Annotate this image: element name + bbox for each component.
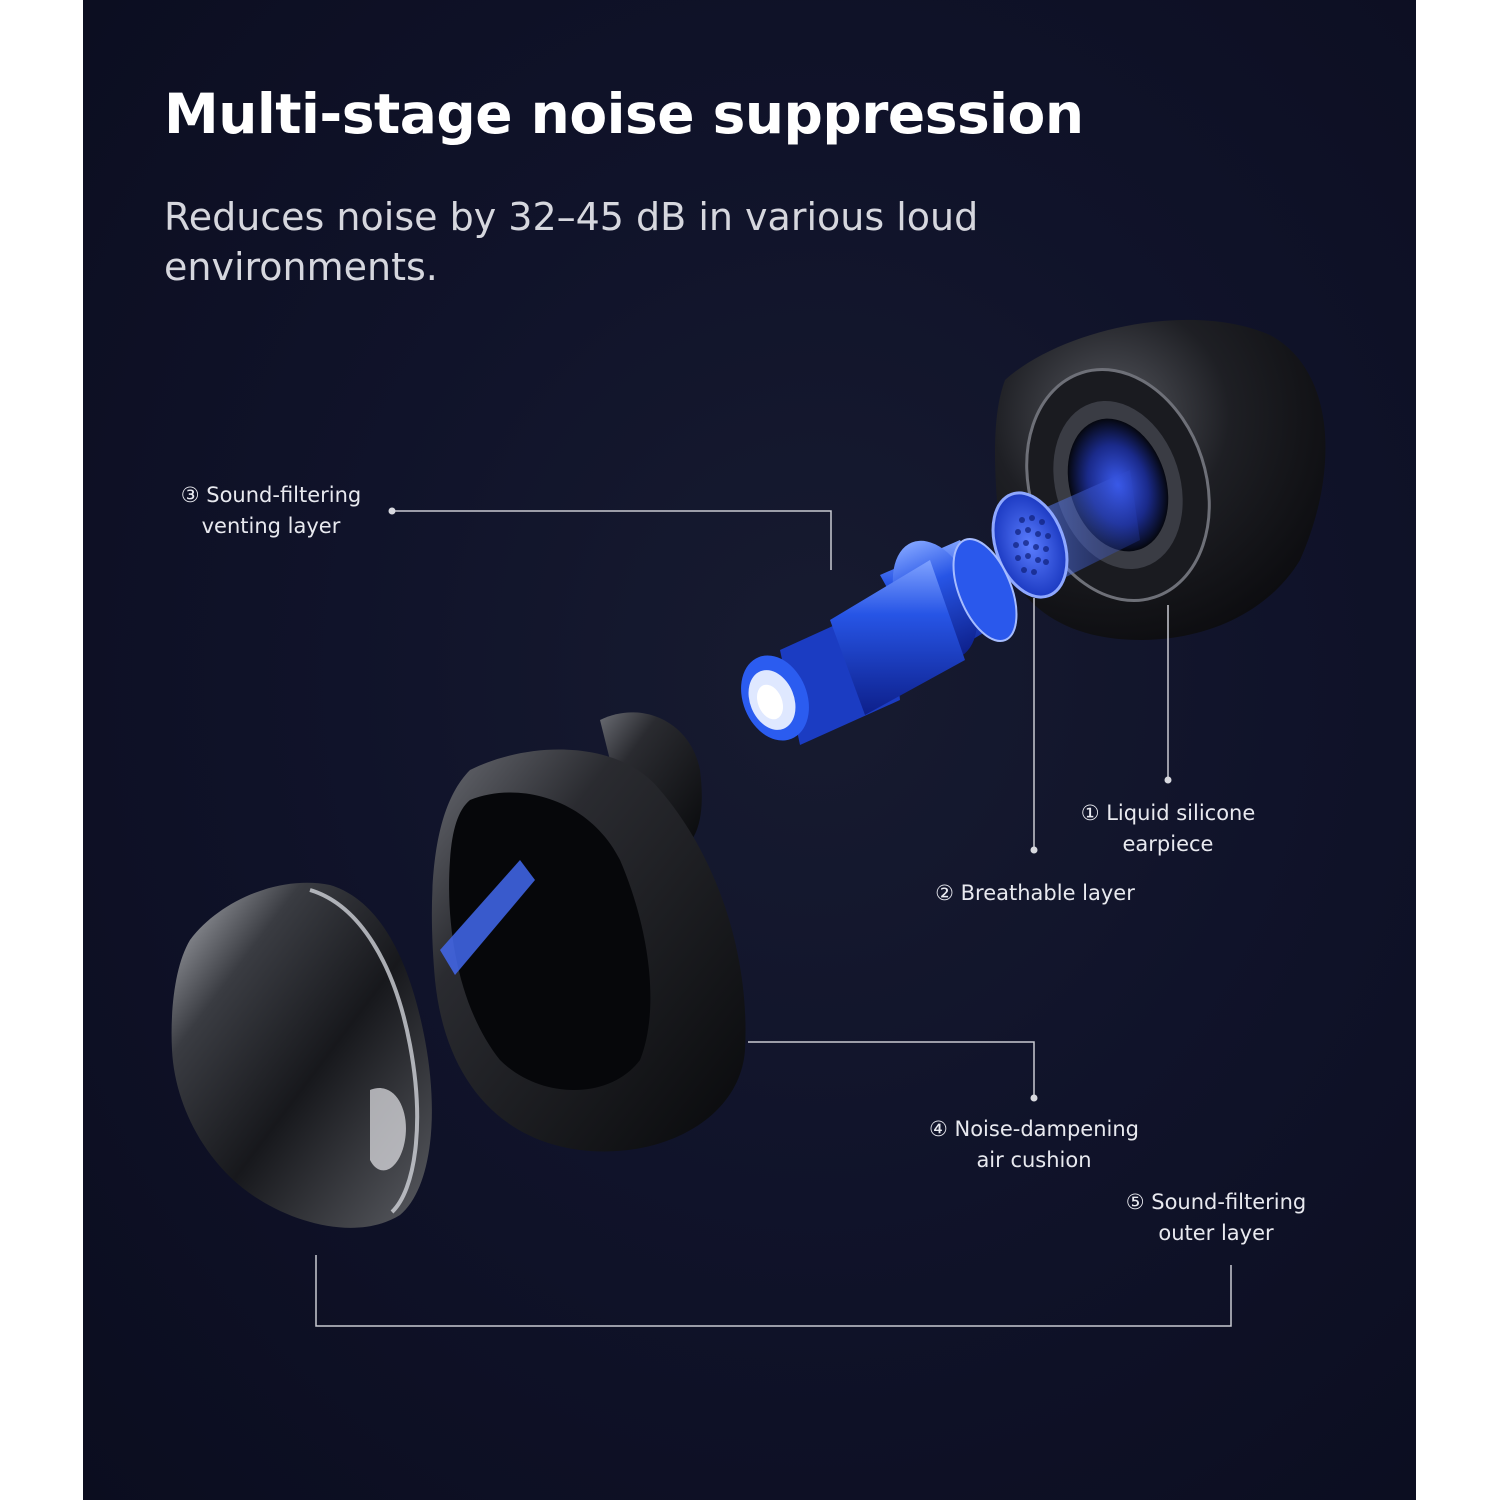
label-breathable-layer: ② Breathable layer xyxy=(935,881,1135,905)
air-cushion-body-shape xyxy=(431,712,746,1152)
page-subtitle: Reduces noise by 32–45 dB in various lou… xyxy=(164,195,979,289)
page-title: Multi-stage noise suppression xyxy=(164,82,1084,146)
leader-lines xyxy=(315,510,1232,1327)
breathable-layer-shape xyxy=(991,470,1140,599)
earplug-exploded-diagram xyxy=(171,319,1326,1327)
venting-filter-core-shape xyxy=(741,537,1018,745)
outer-filter-cap-shape xyxy=(171,882,432,1228)
label-sound-filtering-outer-layer: ⑤ Sound-filtering outer layer xyxy=(1125,1190,1307,1245)
label-noise-dampening-air-cushion: ④ Noise-dampening air cushion xyxy=(928,1117,1140,1172)
label-liquid-silicone-earpiece: ① Liquid silicone earpiece xyxy=(1080,801,1256,856)
product-panel: Multi-stage noise suppression Reduces no… xyxy=(83,0,1416,1500)
label-sound-filtering-venting-layer: ③ Sound-filtering venting layer xyxy=(180,483,362,538)
leader-dots xyxy=(388,507,1172,1102)
